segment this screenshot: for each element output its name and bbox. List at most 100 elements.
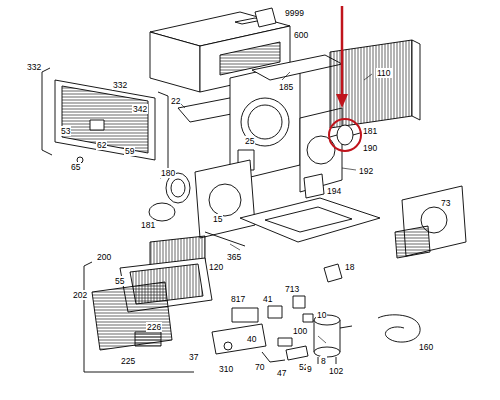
side-curtain-assembly: [42, 68, 168, 178]
callout-number: 40: [246, 334, 257, 344]
side-curtain-assembly: [55, 80, 155, 160]
callout-number: 160: [418, 342, 434, 352]
compressor: [318, 357, 319, 364]
right-side-panel: [395, 186, 466, 258]
callout-number: 70: [254, 362, 265, 372]
highlight-arrow: [336, 6, 348, 108]
control-door: [135, 332, 161, 346]
callout-number: 15: [212, 214, 223, 224]
callout-number: 190: [362, 143, 378, 153]
side-curtain-assembly: [158, 92, 168, 178]
callout-number: 47: [276, 368, 287, 378]
fan-motor: [330, 135, 337, 137]
blower-wheel: [171, 179, 185, 197]
terminal-block: [286, 346, 308, 360]
callout-number: 817: [230, 294, 246, 304]
compressor: [340, 326, 352, 328]
highlight-arrow: [336, 94, 348, 108]
callout-number: 37: [188, 352, 199, 362]
condenser-coil: [330, 40, 420, 128]
callout-number: 22: [170, 96, 181, 106]
scroll-housing: [195, 160, 255, 238]
callout-number: 9: [306, 364, 313, 374]
callout-number: 100: [292, 326, 308, 336]
highlight-arrow: [341, 6, 344, 96]
label-sheet: [255, 8, 276, 27]
front-grille: [92, 282, 172, 350]
base-pan: [265, 207, 352, 232]
callout-number: 102: [328, 366, 344, 376]
callout-number: 226: [146, 322, 162, 332]
motor-bracket: [304, 174, 324, 198]
motor-shaft: [205, 232, 245, 246]
leader-line: [282, 72, 290, 80]
callout-number: 181: [362, 126, 378, 136]
highlight-circle: [329, 119, 361, 151]
callout-number: 342: [132, 104, 148, 114]
callout-number: 194: [326, 186, 342, 196]
callout-number: 18: [344, 262, 355, 272]
callout-number: 62: [96, 140, 107, 150]
side-curtain-assembly: [62, 86, 148, 153]
knob: [224, 342, 232, 350]
callout-number: 53: [60, 126, 71, 136]
callout-number: 185: [278, 82, 294, 92]
fan-motor: [330, 125, 360, 145]
slinger-ring: [149, 203, 175, 221]
relay: [293, 296, 305, 308]
callout-number: 65: [70, 162, 81, 172]
fan-motor: [353, 133, 360, 135]
callout-number: 9999: [284, 8, 305, 18]
capacitor: [324, 264, 342, 282]
callout-number: 332: [26, 62, 42, 72]
side-curtain-assembly: [90, 120, 104, 130]
leader-line: [230, 244, 240, 250]
scroll-housing: [209, 184, 241, 216]
callout-number: 202: [72, 290, 88, 300]
capacitor-strap: [278, 338, 292, 346]
base-pan: [240, 198, 380, 242]
compressor: [314, 347, 340, 357]
callout-number: 181: [140, 220, 156, 230]
slinger-ring: [149, 203, 175, 221]
callout-number: 180: [160, 168, 176, 178]
overload: [303, 314, 313, 322]
scroll-housing: [195, 160, 255, 238]
callout-number: 25: [244, 136, 255, 146]
callout-number: 73: [440, 198, 451, 208]
condenser-coil: [412, 40, 420, 120]
thermostat: [232, 308, 258, 322]
control-bracket: [212, 324, 266, 354]
callout-number: 332: [112, 80, 128, 90]
callout-number: 55: [114, 276, 125, 286]
leader-line: [364, 74, 372, 80]
callout-number: 310: [218, 364, 234, 374]
base-pan: [240, 198, 380, 242]
right-side-panel: [395, 226, 430, 258]
callout-number: 41: [262, 294, 273, 304]
fan-motor: [337, 125, 353, 145]
callout-number: 120: [208, 262, 224, 272]
callout-number: 10: [316, 310, 327, 320]
callout-number: 200: [96, 252, 112, 262]
bulkhead: [248, 105, 282, 139]
callout-number: 713: [284, 284, 300, 294]
leader-line: [318, 336, 326, 343]
leader-line: [180, 72, 372, 343]
side-curtain-assembly: [42, 68, 52, 155]
callout-number: 8: [320, 356, 327, 366]
callout-number: 600: [293, 30, 309, 40]
bulkhead: [241, 98, 289, 146]
wire: [262, 352, 285, 362]
cabinet: [150, 32, 200, 92]
top-plate: [252, 55, 342, 80]
compressor: [336, 357, 337, 364]
callout-number: 225: [120, 356, 136, 366]
callout-number: 365: [226, 252, 242, 262]
callout-number: 192: [358, 166, 374, 176]
capillary-tube: [378, 315, 420, 342]
leader-line: [342, 168, 356, 170]
exploded-view: [42, 8, 466, 372]
callout-number: 110: [376, 68, 392, 78]
